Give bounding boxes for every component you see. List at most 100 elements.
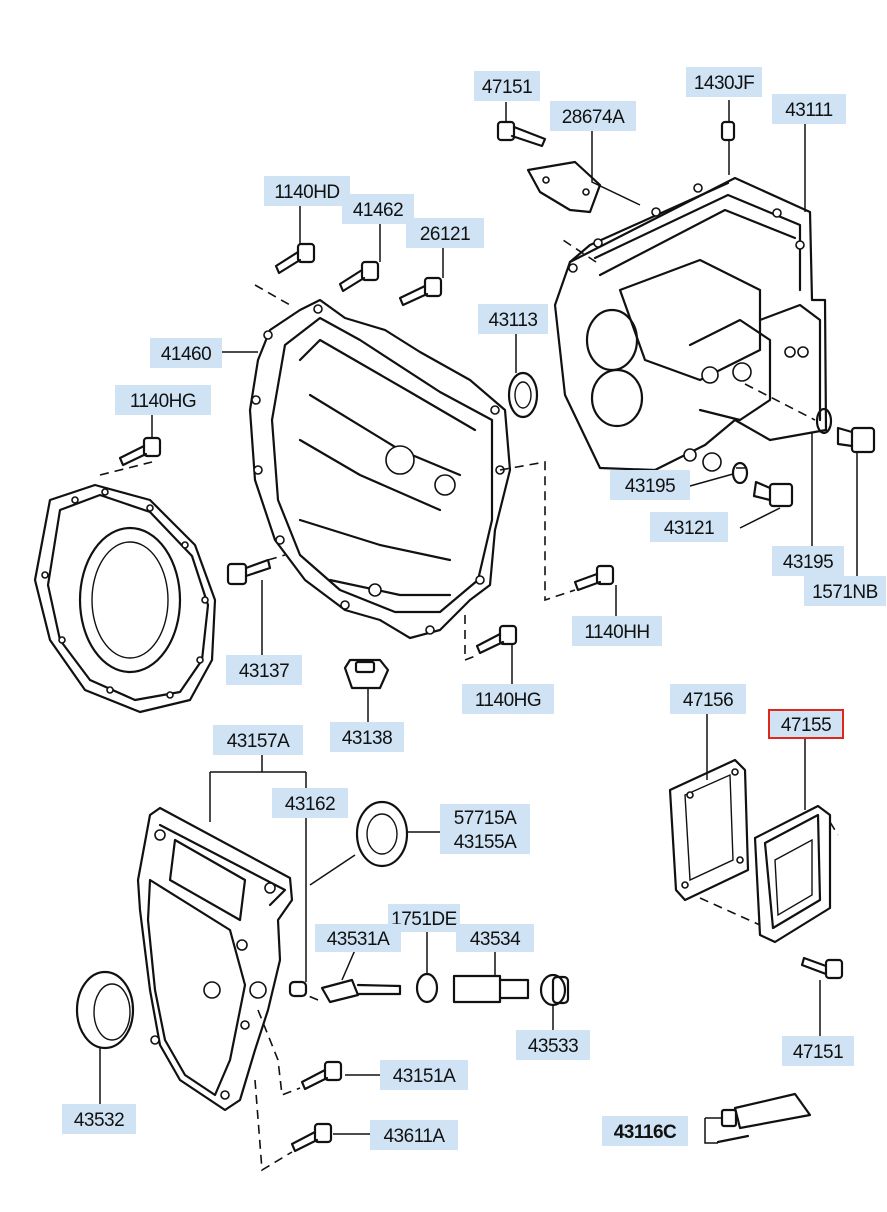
bolt-43151A [300, 1060, 343, 1091]
label-43162[interactable]: 43162 [272, 788, 348, 818]
label-43532[interactable]: 43532 [62, 1104, 136, 1134]
label-41462[interactable]: 41462 [342, 194, 414, 224]
label-1751DE[interactable]: 1751DE [388, 904, 460, 932]
leader-lines [99, 100, 858, 1144]
bushing-43162 [288, 980, 308, 998]
label-1571NB[interactable]: 1571NB [804, 576, 886, 606]
label-43531A[interactable]: 43531A [315, 924, 401, 952]
bolt-1140HH [573, 564, 615, 592]
svg-text:47155: 47155 [781, 715, 831, 736]
label-43533[interactable]: 43533 [516, 1030, 590, 1060]
bolt-47151-top [496, 120, 547, 148]
svg-text:43157A: 43157A [227, 731, 290, 752]
svg-text:57715A: 57715A [454, 808, 517, 829]
bolt-1140HD [274, 242, 316, 275]
svg-text:1140HD: 1140HD [274, 182, 339, 203]
svg-text:43195: 43195 [625, 476, 675, 497]
extension-housing [136, 806, 294, 1112]
transmission-case [553, 176, 828, 472]
gasket-47156 [668, 758, 750, 902]
label-1430JF[interactable]: 1430JF [686, 67, 762, 97]
label-1140HG-left[interactable]: 1140HG [115, 385, 211, 415]
clutch-housing [248, 298, 512, 640]
svg-text:1140HG: 1140HG [475, 690, 541, 711]
svg-text:43121: 43121 [664, 518, 714, 539]
svg-text:43534: 43534 [470, 929, 521, 950]
svg-text:1430JF: 1430JF [694, 73, 754, 94]
svg-text:1751DE: 1751DE [391, 909, 457, 930]
label-43121[interactable]: 43121 [650, 512, 728, 542]
speedometer-gear [320, 978, 402, 1004]
dowel-pin [720, 120, 736, 142]
label-47151-top[interactable]: 47151 [474, 71, 540, 101]
label-1140HH[interactable]: 1140HH [572, 616, 662, 646]
svg-text:1571NB: 1571NB [812, 582, 878, 603]
svg-text:43532: 43532 [74, 1110, 124, 1131]
bolt-41462 [338, 260, 380, 293]
sealant-tube [716, 1092, 812, 1144]
label-43534[interactable]: 43534 [456, 924, 534, 952]
label-1140HD[interactable]: 1140HD [264, 176, 350, 206]
svg-text:43195: 43195 [783, 552, 833, 573]
svg-text:28674A: 28674A [562, 107, 625, 128]
label-43195-right[interactable]: 43195 [772, 546, 844, 576]
bolt-1140HG-bottom [475, 624, 518, 655]
bracket [526, 160, 602, 214]
plug-43121 [752, 480, 794, 508]
sleeve-43534 [452, 974, 530, 1004]
svg-text:43113: 43113 [489, 310, 538, 331]
plug-43138 [343, 658, 390, 690]
label-43151A[interactable]: 43151A [380, 1060, 468, 1090]
bolt-43137 [226, 558, 272, 586]
svg-text:43137: 43137 [239, 661, 289, 682]
svg-text:1140HG: 1140HG [130, 391, 196, 412]
label-26121[interactable]: 26121 [406, 218, 484, 248]
label-43116C[interactable]: 43116C [602, 1116, 688, 1146]
label-41460[interactable]: 41460 [150, 338, 222, 368]
svg-text:43533: 43533 [528, 1036, 578, 1057]
bolt-1140HG-left [118, 436, 162, 467]
label-57715A[interactable]: 57715A [440, 804, 530, 830]
o-ring [415, 972, 439, 1004]
label-1140HG-bottom[interactable]: 1140HG [462, 684, 554, 714]
svg-text:47151: 47151 [793, 1042, 843, 1063]
svg-text:1140HH: 1140HH [584, 622, 649, 643]
svg-text:43151A: 43151A [393, 1066, 456, 1087]
svg-text:43531A: 43531A [327, 929, 390, 950]
seal-43532 [75, 970, 135, 1050]
label-43138[interactable]: 43138 [330, 722, 404, 752]
label-43137[interactable]: 43137 [226, 655, 302, 685]
svg-text:41462: 41462 [353, 200, 403, 221]
label-43155A[interactable]: 43155A [440, 828, 530, 854]
label-43195-mid[interactable]: 43195 [610, 470, 690, 500]
bolt-47151-bottom [800, 956, 844, 980]
bolt-26121 [398, 276, 443, 307]
label-47151-bottom[interactable]: 47151 [782, 1036, 854, 1066]
label-28674A[interactable]: 28674A [550, 101, 636, 131]
svg-text:43138: 43138 [342, 728, 392, 749]
label-47156[interactable]: 47156 [670, 684, 746, 714]
bolt-43611A [290, 1122, 333, 1153]
part-labels: 47151 28674A 1430JF 43111 1140HD 41462 2… [62, 67, 886, 1150]
svg-text:47156: 47156 [683, 690, 733, 711]
sleeve-43533 [539, 973, 570, 1007]
svg-text:43611A: 43611A [383, 1126, 445, 1147]
oil-seal-43113 [507, 371, 539, 419]
label-43111[interactable]: 43111 [772, 94, 846, 124]
oil-seal-57715A [355, 800, 409, 868]
cover-47155 [753, 804, 832, 944]
svg-text:43116C: 43116C [614, 1122, 677, 1143]
svg-text:41460: 41460 [161, 344, 211, 365]
svg-text:43155A: 43155A [454, 832, 517, 853]
clutch-cover-plate [33, 483, 217, 714]
label-43157A[interactable]: 43157A [213, 725, 303, 755]
svg-text:47151: 47151 [482, 77, 532, 98]
label-47155[interactable]: 47155 [768, 709, 844, 739]
label-43113[interactable]: 43113 [478, 304, 548, 334]
label-43611A[interactable]: 43611A [370, 1120, 458, 1150]
plug-1571NB [836, 426, 876, 454]
svg-text:43111: 43111 [785, 100, 833, 121]
svg-text:26121: 26121 [420, 224, 470, 245]
assembly-dash-lines [99, 237, 839, 1172]
